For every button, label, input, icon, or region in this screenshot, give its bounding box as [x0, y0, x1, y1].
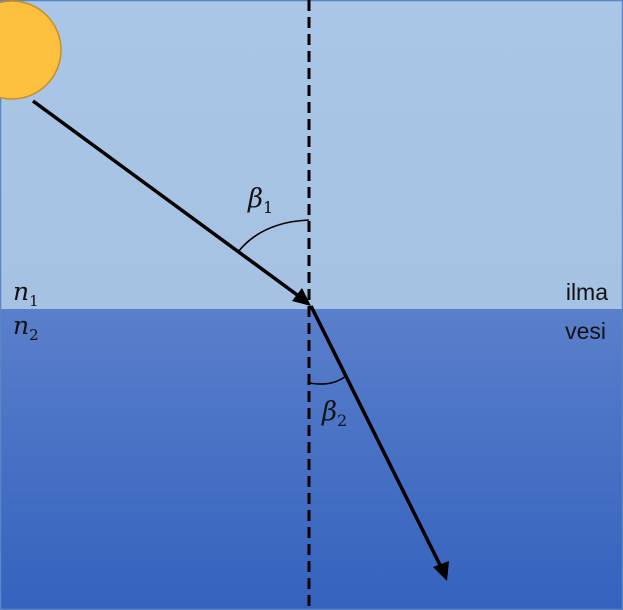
incident-ray [31, 99, 302, 299]
refracted-ray [309, 305, 443, 568]
incidence-angle-symbol: β [247, 184, 263, 214]
top-index-symbol: n [13, 277, 29, 306]
refraction-angle-label: β2 [321, 397, 347, 430]
incidence-angle-label: β1 [247, 184, 273, 217]
bottom-medium-index: n2 [13, 311, 39, 344]
refraction-angle-subscript: 2 [337, 411, 347, 430]
refraction-angle-arc [308, 375, 347, 385]
bottom-medium-name: vesi [565, 318, 606, 344]
incidence-angle-subscript: 1 [263, 198, 273, 217]
top-medium-index: n1 [13, 277, 39, 310]
water-region [0, 309, 623, 610]
arrowhead-icon [292, 288, 311, 306]
top-index-subscript: 1 [29, 292, 39, 310]
bottom-index-symbol: n [13, 311, 29, 340]
air-region [0, 0, 623, 309]
incidence-angle-arc [237, 219, 310, 253]
arrowhead-icon [433, 561, 449, 581]
refraction-angle-symbol: β [321, 397, 337, 427]
bottom-index-subscript: 2 [29, 326, 39, 344]
sun-icon [0, 0, 62, 100]
top-medium-name: ilma [566, 279, 608, 305]
